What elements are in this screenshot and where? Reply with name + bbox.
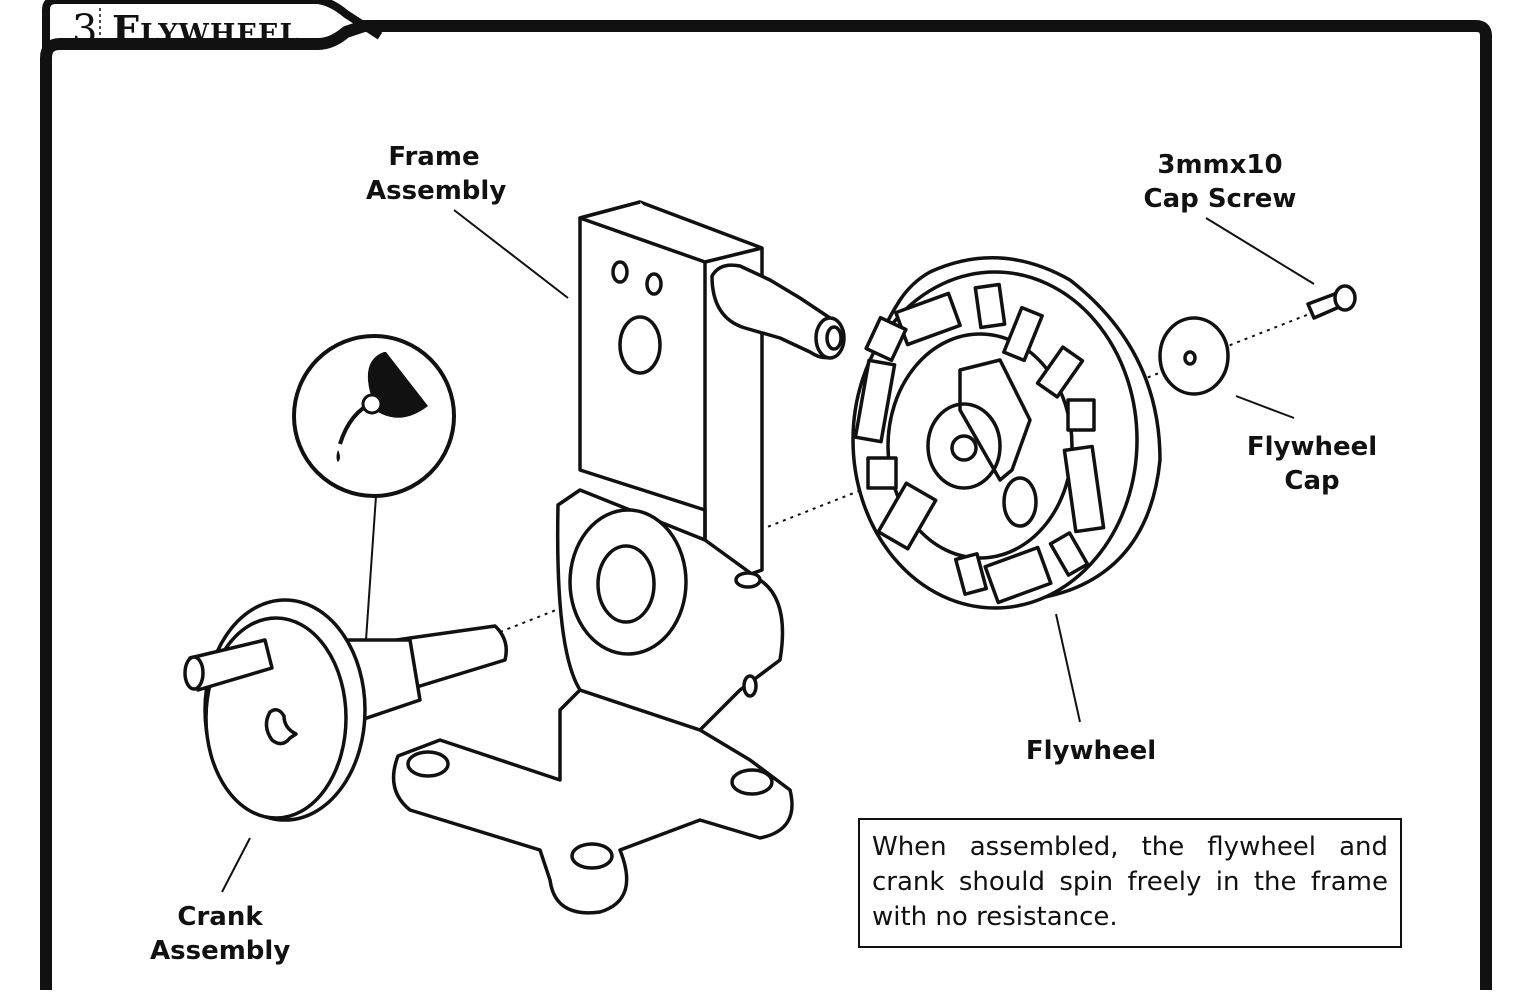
label-cap-line-2: Cap <box>1284 466 1340 496</box>
crank-assembly-drawing <box>183 598 508 822</box>
oil-can-icon <box>292 334 456 498</box>
panel-frame <box>40 0 1492 990</box>
leader-lines <box>221 209 1315 893</box>
label-frame-line-2: Assembly <box>366 176 507 206</box>
step-title: Flywheel <box>112 7 300 52</box>
cap-screw-drawing <box>1306 284 1357 320</box>
frame-assembly-drawing <box>391 200 846 915</box>
label-flywheel: Flywheel <box>1025 736 1157 766</box>
label-screw-line-1: 3mmx10 <box>1157 150 1283 180</box>
flywheel-cap-drawing <box>1158 316 1230 396</box>
label-crank-line-2: Assembly <box>150 936 291 966</box>
label-crank-assembly: Crank Assembly <box>150 900 290 968</box>
label-flywheel-cap: Flywheel Cap <box>1244 430 1380 498</box>
label-crank-line-1: Crank <box>177 902 263 932</box>
label-cap-screw: 3mmx10 Cap Screw <box>1140 148 1300 216</box>
label-frame-line-1: Frame <box>388 142 480 172</box>
assembly-note: When assembled, the flywheel and crank s… <box>858 818 1402 948</box>
label-screw-line-2: Cap Screw <box>1143 184 1297 214</box>
flywheel-drawing <box>851 256 1162 610</box>
step-number: 3 <box>72 7 98 53</box>
label-frame-assembly: Frame Assembly <box>366 140 507 208</box>
label-cap-line-1: Flywheel <box>1246 432 1378 462</box>
